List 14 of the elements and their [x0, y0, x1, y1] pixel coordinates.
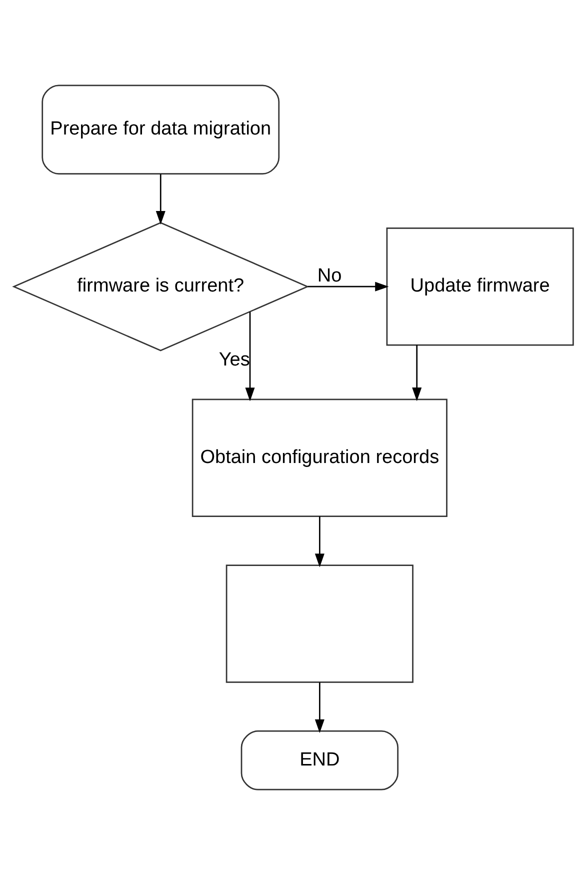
node-box: Prepare for data migration: [42, 84, 280, 174]
arrow: [314, 516, 324, 568]
edge-label: Yes: [218, 349, 250, 370]
arrow: [156, 174, 166, 225]
edge-label: No: [317, 265, 342, 286]
node-box: Obtain configuration records: [192, 398, 448, 518]
node-box: [226, 564, 414, 683]
node-diamond: firmware is current?: [12, 222, 310, 352]
arrow: [314, 682, 324, 734]
arrow: [308, 282, 389, 292]
arrow: [412, 345, 422, 402]
node-box: Update firmware: [386, 227, 574, 346]
arrow: [245, 312, 255, 402]
node-box: END: [240, 730, 398, 790]
